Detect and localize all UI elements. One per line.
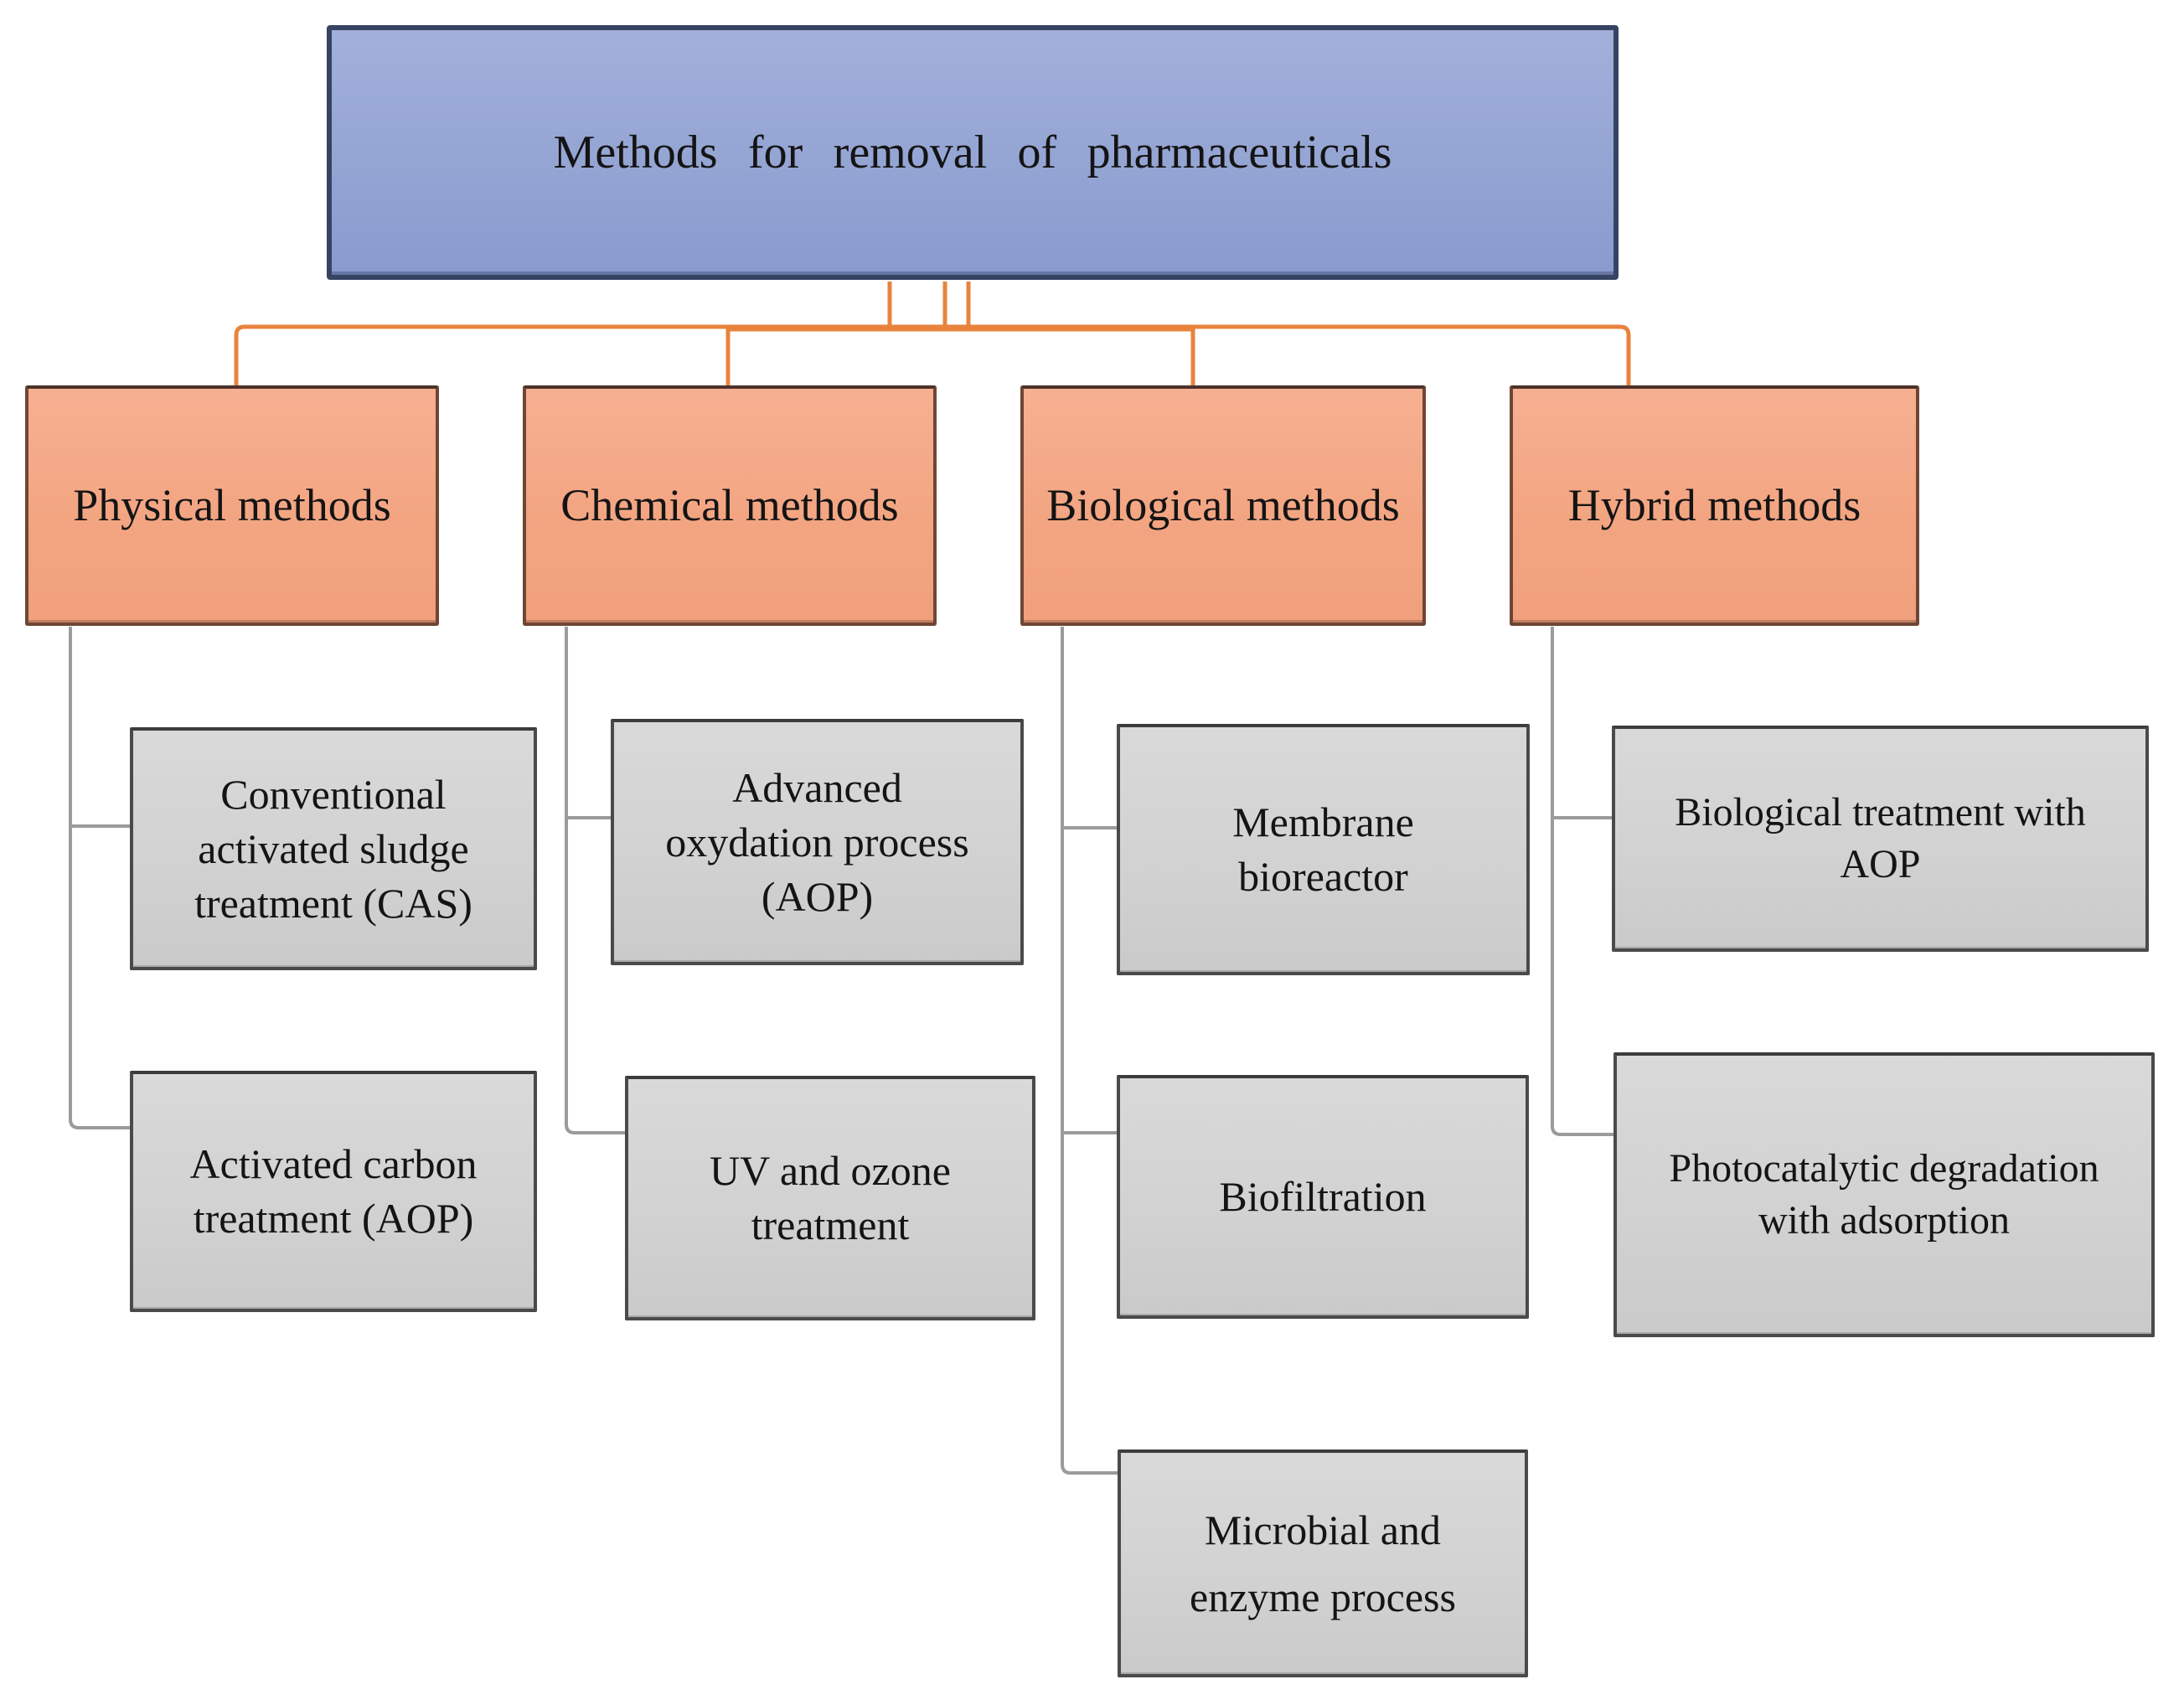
child-node-activated-carbon: Activated carbon treatment (AOP)	[130, 1071, 537, 1312]
root-node-methods-for-removal: Methods for removal of pharmaceuticals	[327, 25, 1619, 280]
child-node-uv-and-ozone: UV and ozone treatment	[625, 1076, 1035, 1320]
child-node-conventional-activated-sludge: Conventional activated sludge treatment …	[130, 727, 537, 970]
category-node-biological-methods: Biological methods	[1020, 385, 1426, 626]
category-node-physical-methods: Physical methods	[25, 385, 439, 626]
child-node-advanced-oxydation-process: Advanced oxydation process (AOP)	[611, 719, 1024, 965]
child-node-biofiltration: Biofiltration	[1117, 1075, 1529, 1319]
physical-children-spine	[69, 627, 130, 1129]
chemical-children-spine	[565, 627, 625, 1134]
category-node-chemical-methods: Chemical methods	[523, 385, 937, 626]
child-node-microbial-enzyme-process: Microbial and enzyme process	[1118, 1449, 1528, 1677]
category-to-child-connectors	[69, 627, 1613, 1475]
hybrid-children-spine	[1551, 627, 1613, 1136]
child-node-membrane-bioreactor: Membrane bioreactor	[1117, 724, 1530, 975]
category-bus-line	[234, 324, 1631, 385]
root-to-category-connectors	[234, 282, 1631, 385]
biological-children-spine	[1061, 627, 1118, 1475]
child-node-biological-treatment-with-aop: Biological treatment with AOP	[1612, 726, 2149, 952]
category-node-hybrid-methods: Hybrid methods	[1510, 385, 1919, 626]
child-node-photocatalytic-degradation: Photocatalytic degradation with adsorpti…	[1613, 1052, 2155, 1337]
